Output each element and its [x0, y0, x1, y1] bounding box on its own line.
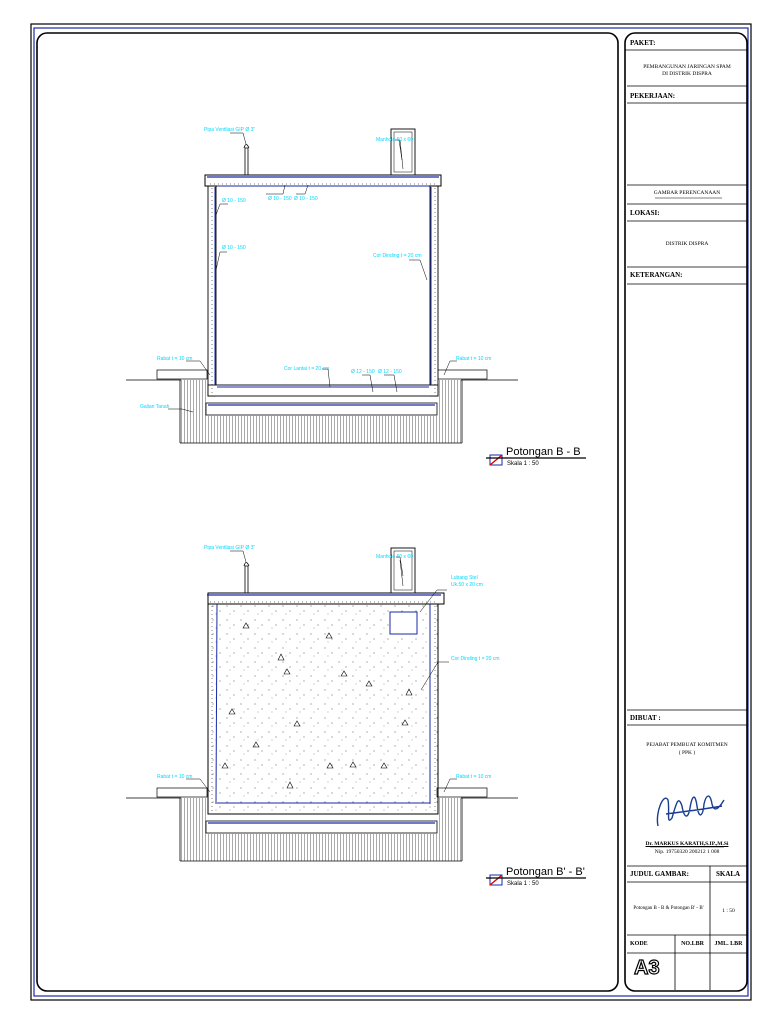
paket-line2: DI DISTRIK DISPRA [662, 71, 712, 77]
label-rebar-left2: Ø 10 - 150 [222, 245, 246, 251]
section-b-b-prime-title: Potongan B' - B' [506, 866, 585, 878]
paket-label: PAKET: [630, 39, 656, 47]
title-block-grid [625, 49, 747, 990]
signature-image [656, 795, 725, 827]
lokasi-value: DISTRIK DISPRA [665, 241, 709, 247]
jml-lbr-label: JML. LBR [714, 941, 743, 947]
kode-value: A3 [633, 956, 660, 979]
outer-frame [30, 23, 752, 1001]
label-pipa-ventilasi-2: Pipa Ventilasi GIP Ø 3" [204, 545, 256, 551]
label-galian-tanah: Galian Tanah [140, 404, 170, 410]
label-cor-dinding-2: Cor Dinding t = 20 cm [451, 656, 500, 662]
label-manhole: Manhole 60 x 60 [376, 137, 413, 143]
label-rebar-left1: Ø 10 - 150 [222, 198, 246, 204]
section-b-b-scale: Skala 1 : 50 [507, 461, 539, 467]
judul-gambar-label: JUDUL GAMBAR: [630, 870, 689, 878]
label-rebar-bot2: Ø 12 - 150 [378, 369, 402, 375]
label-rebar-top2: Ø 10 - 150 [294, 196, 318, 202]
label-rebar-top1: Ø 10 - 150 [268, 196, 292, 202]
label-rabat-right: Rabat t = 10 cm [456, 356, 492, 362]
section-b-b-prime-drawing [126, 547, 518, 862]
section-b-b-drawing [126, 128, 518, 444]
pejabat-line1: PEJABAT PEMBUAT KOMITMEN [646, 742, 728, 748]
gambar-perencanaan: GAMBAR PERENCANAAN [653, 190, 721, 196]
section-b-b-title: Potongan B - B [506, 446, 581, 458]
skala-value: 1 : 50 [722, 908, 735, 914]
label-lubang-size: Uk.50 x 20 cm [451, 582, 483, 588]
label-lubang-stel: Lubang Stel [451, 575, 478, 581]
no-lbr-label: NO.LBR [681, 941, 704, 947]
judul-gambar-value: Potongan B - B & Potongan B' - B' [633, 906, 704, 911]
lokasi-label: LOKASI: [630, 209, 660, 217]
outer-frame-blue [33, 27, 749, 997]
section-b-b-prime-marker [486, 874, 586, 886]
label-manhole-2: Manhole 60 x 60 [376, 554, 413, 560]
label-rebar-bot1: Ø 12 - 150 [351, 369, 375, 375]
official-name: Dr. MARKUS KARATH,S.IP.,M.Si [645, 841, 729, 847]
label-cor-lantai: Cor Lantai t = 20 cm [284, 366, 330, 372]
label-pipa-ventilasi: Pipa Ventilasi GIP Ø 3" [204, 127, 256, 133]
drawing-area-frame [36, 32, 619, 992]
pejabat-line2: ( PPK ) [678, 750, 696, 756]
pekerjaan-label: PEKERJAAN: [630, 92, 676, 100]
skala-label: SKALA [716, 870, 741, 878]
dibuat-label: DIBUAT : [630, 714, 661, 722]
kode-label: KODE [630, 941, 648, 947]
section-b-b-marker [486, 454, 586, 466]
keterangan-label: KETERANGAN: [630, 271, 683, 279]
label-cor-dinding: Cor Dinding t = 20 cm [373, 253, 422, 259]
section-b-b-prime-scale: Skala 1 : 50 [507, 881, 539, 887]
official-nip: Nip. 19750320 200212 1 008 [654, 849, 720, 855]
paket-line1: PEMBANGUNAN JARINGAN SPAM [643, 64, 731, 70]
label-rabat-right-2: Rabat t = 10 cm [456, 774, 492, 780]
label-rabat-left: Rabat t = 10 cm [157, 356, 193, 362]
label-rabat-left-2: Rabat t = 10 cm [157, 774, 193, 780]
title-block-frame [624, 32, 748, 992]
